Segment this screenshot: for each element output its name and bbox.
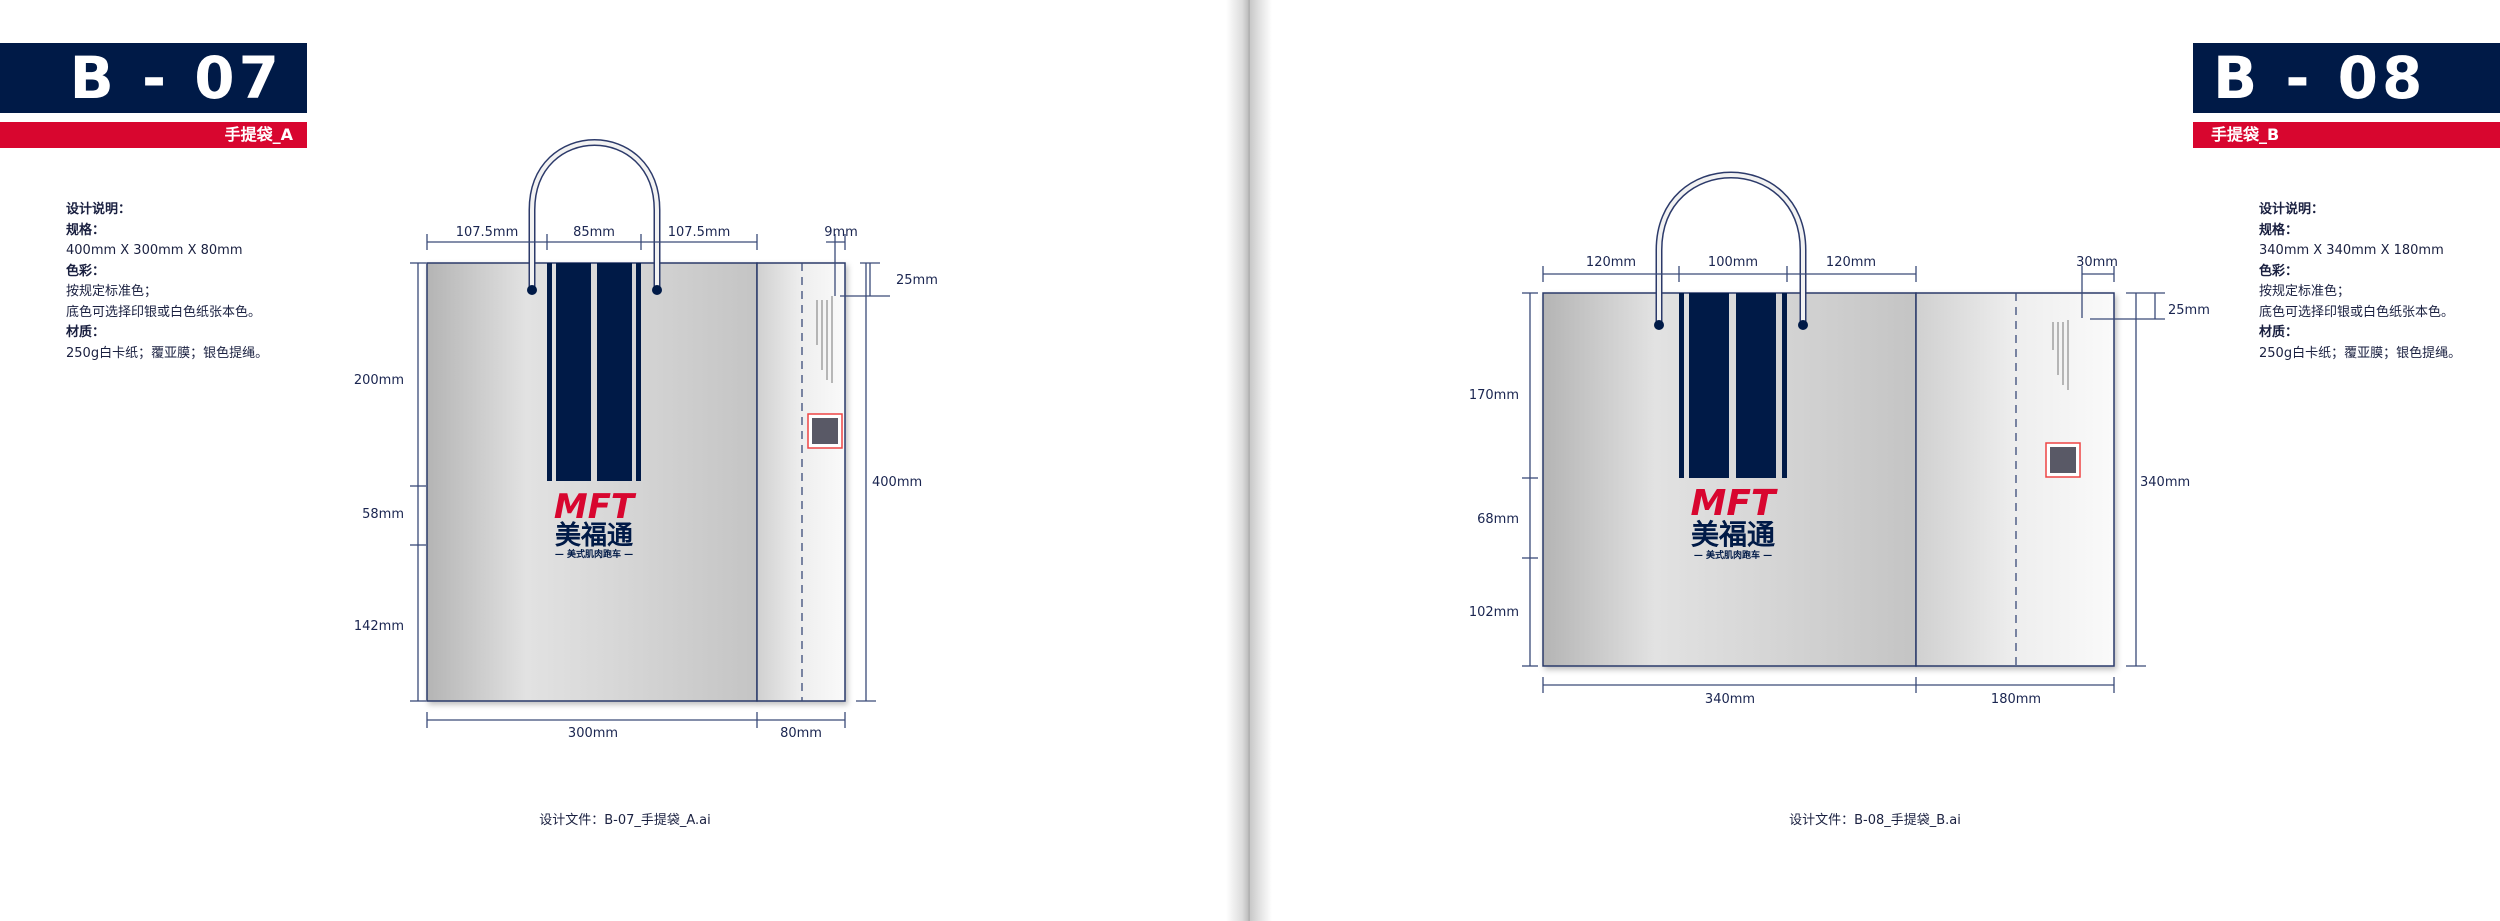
logo-name: 美福通 xyxy=(555,520,633,551)
dim-label: 85mm xyxy=(573,225,615,240)
dim-label: 100mm xyxy=(1708,255,1758,270)
page-code: B - 08 xyxy=(2213,44,2427,112)
dim-label: 200mm xyxy=(354,373,404,388)
desc-heading: 设计说明： xyxy=(66,202,132,217)
contact-text-column xyxy=(2052,320,2069,390)
rope-handle xyxy=(527,139,662,295)
logo-tagline: — 美式肌肉跑车 — xyxy=(1694,549,1772,561)
dim-label: 340mm xyxy=(1705,692,1755,707)
dim-label: 25mm xyxy=(896,273,938,288)
spec-label: 规格： xyxy=(66,222,106,238)
dim-label: 107.5mm xyxy=(456,225,519,240)
material-label: 材质： xyxy=(2259,325,2299,340)
dim-label: 30mm xyxy=(2076,255,2118,270)
bag-b: MFT 美福通 — 美式肌肉跑车 — 120mm 100mm xyxy=(1469,171,2210,707)
dim-label: 9mm xyxy=(824,225,858,240)
page-code: B - 07 xyxy=(69,44,283,112)
dim-label: 25mm xyxy=(2168,303,2210,318)
color-value-2: 底色可选择印银或白色纸张本色。 xyxy=(66,304,262,320)
logo-mark: MFT xyxy=(1691,483,1778,524)
material-label: 材质： xyxy=(66,325,106,340)
dim-label: 120mm xyxy=(1586,255,1636,270)
bag-front-panel xyxy=(1542,292,1917,667)
dim-label: 400mm xyxy=(872,475,922,490)
navy-stripes xyxy=(547,263,641,481)
dim-label: 120mm xyxy=(1826,255,1876,270)
spec-label: 规格： xyxy=(2259,222,2299,238)
qr-code xyxy=(2045,442,2081,478)
brand-logo: MFT 美福通 — 美式肌肉跑车 — xyxy=(1691,483,1778,561)
book-spine xyxy=(1226,0,1272,921)
design-file-caption: 设计文件：B-08_手提袋_B.ai xyxy=(1789,813,1961,828)
logo-tagline: — 美式肌肉跑车 — xyxy=(555,548,633,560)
design-description: 设计说明： 规格： 340mm X 340mm X 180mm 色彩： 按规定标… xyxy=(2259,200,2461,364)
dim-label: 107.5mm xyxy=(668,225,731,240)
logo-mark: MFT xyxy=(554,487,637,527)
desc-heading: 设计说明： xyxy=(2259,202,2325,217)
bag-gusset-panel xyxy=(1915,292,2115,667)
material-value: 250g白卡纸；覆亚膜；银色提绳。 xyxy=(2259,345,2462,361)
dim-label: 80mm xyxy=(780,726,822,741)
design-file-caption: 设计文件：B-07_手提袋_A.ai xyxy=(539,813,711,828)
bag-front-panel xyxy=(426,262,758,702)
brand-logo: MFT 美福通 — 美式肌肉跑车 — xyxy=(554,487,637,560)
dim-label: 180mm xyxy=(1991,692,2041,707)
spec-value: 340mm X 340mm X 180mm xyxy=(2259,243,2444,258)
logo-name: 美福通 xyxy=(1691,518,1775,551)
color-value-1: 按规定标准色； xyxy=(2259,284,2351,299)
color-label: 色彩： xyxy=(2259,263,2299,279)
dim-label: 102mm xyxy=(1469,605,1519,620)
navy-stripes xyxy=(1679,293,1787,478)
page-subtitle: 手提袋_B xyxy=(2211,125,2280,144)
dim-label: 170mm xyxy=(1469,388,1519,403)
design-description: 设计说明： 规格： 400mm X 300mm X 80mm 色彩： 按规定标准… xyxy=(66,200,268,364)
dim-label: 68mm xyxy=(1477,512,1519,527)
dim-label: 300mm xyxy=(568,726,618,741)
dim-label: 142mm xyxy=(354,619,404,634)
dim-label: 58mm xyxy=(362,507,404,522)
page-subtitle-bar: 手提袋_A xyxy=(0,122,307,148)
color-label: 色彩： xyxy=(66,263,106,279)
contact-text-column xyxy=(816,296,833,383)
rope-handle xyxy=(1654,171,1808,330)
page-subtitle: 手提袋_A xyxy=(224,125,293,144)
bag-gusset-panel xyxy=(756,262,846,702)
qr-code xyxy=(807,413,843,449)
dim-label: 340mm xyxy=(2140,475,2190,490)
dimension-lines xyxy=(1522,266,2165,693)
page-code-header: B - 08 xyxy=(2193,43,2500,113)
material-value: 250g白卡纸；覆亚膜；银色提绳。 xyxy=(66,345,269,361)
page-subtitle-bar: 手提袋_B xyxy=(2193,122,2500,148)
color-value-1: 按规定标准色； xyxy=(66,284,158,299)
color-value-2: 底色可选择印银或白色纸张本色。 xyxy=(2259,304,2455,320)
spec-value: 400mm X 300mm X 80mm xyxy=(66,243,243,258)
bag-a: MFT 美福通 — 美式肌肉跑车 — 107.5mm 85m xyxy=(354,139,938,741)
dimension-lines xyxy=(410,234,890,728)
page-code-header: B - 07 xyxy=(0,43,307,113)
